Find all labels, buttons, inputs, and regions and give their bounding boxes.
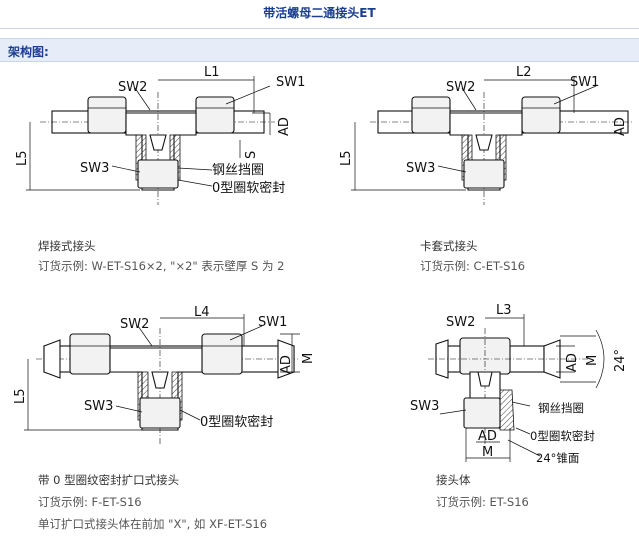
fig1-caption: 焊接式接头 bbox=[38, 239, 96, 253]
fig3-order-example: 订货示例: F-ET-S16 bbox=[38, 495, 142, 509]
fig4-label-ad: AD bbox=[565, 353, 580, 372]
fig3-label-sw2: SW2 bbox=[120, 317, 149, 332]
fig4-order-example: 订货示例: ET-S16 bbox=[436, 495, 529, 509]
fig4-caption: 接头体 bbox=[436, 473, 471, 487]
fig4-label-cone: 24°锥面 bbox=[536, 451, 579, 465]
fig4-label-o-ring: 0型圈软密封 bbox=[530, 429, 595, 443]
fig1-label-sw1: SW1 bbox=[276, 75, 305, 90]
figure-flare-drawing bbox=[24, 314, 300, 445]
fig1-label-ad: AD bbox=[277, 117, 292, 136]
fig1-label-o-ring: 0型圈软密封 bbox=[212, 180, 285, 196]
figure-ferrule-drawing bbox=[351, 76, 632, 205]
fig1-label-sw3: SW3 bbox=[80, 161, 109, 176]
fig3-label-ad: AD bbox=[279, 355, 294, 374]
fig3-label-o-ring: 0型圈软密封 bbox=[200, 414, 273, 430]
fig4-label-steel-ring: 钢丝挡圈 bbox=[538, 401, 584, 415]
title-divider bbox=[0, 28, 639, 29]
figure-welded-drawing bbox=[26, 76, 275, 205]
fig4-label-sw3: SW3 bbox=[410, 399, 439, 414]
figure-body-drawing bbox=[428, 314, 605, 462]
fig3-label-l5: L5 bbox=[13, 388, 28, 404]
fig1-label-s: S bbox=[244, 151, 259, 159]
section-header: 架构图: bbox=[0, 38, 639, 62]
fig3-label-l4: L4 bbox=[194, 305, 210, 320]
fig3-label-sw1: SW1 bbox=[258, 315, 287, 330]
fig1-label-sw2: SW2 bbox=[118, 80, 147, 95]
fig3-note: 单订扩口式接头体在前加 "X", 如 XF-ET-S16 bbox=[38, 517, 268, 531]
fig2-caption: 卡套式接头 bbox=[420, 239, 478, 253]
fig2-label-l2: L2 bbox=[516, 65, 532, 80]
fig2-label-sw1: SW1 bbox=[570, 75, 599, 90]
fig1-order-example: 订货示例: W-ET-S16×2, "×2" 表示壁厚 S 为 2 bbox=[38, 259, 285, 273]
fig4-label-ad-bottom: AD bbox=[478, 429, 497, 444]
fig4-label-m: M bbox=[585, 355, 600, 366]
fig2-order-example: 订货示例: C-ET-S16 bbox=[420, 259, 526, 273]
fig4-label-m-bottom: M bbox=[482, 445, 493, 460]
fig2-label-ad: AD bbox=[613, 117, 628, 136]
page-title: 带活螺母二通接头ET bbox=[263, 6, 376, 20]
fig1-label-steel-ring: 钢丝挡圈 bbox=[212, 163, 264, 178]
fig2-label-sw3: SW3 bbox=[406, 161, 435, 176]
fig3-label-sw3: SW3 bbox=[84, 399, 113, 414]
fig2-label-l5: L5 bbox=[339, 150, 354, 166]
fig1-label-l5: L5 bbox=[15, 150, 30, 166]
fig4-label-l3: L3 bbox=[496, 303, 512, 318]
fig3-label-m: M bbox=[301, 353, 316, 364]
fig2-label-sw2: SW2 bbox=[446, 80, 475, 95]
fig1-label-l1: L1 bbox=[204, 65, 220, 80]
fig4-label-sw2: SW2 bbox=[446, 315, 475, 330]
fig3-caption: 带 0 型圈纹密封扩口式接头 bbox=[38, 473, 180, 487]
fig4-label-angle: 24° bbox=[613, 349, 628, 372]
section-label: 架构图: bbox=[8, 45, 49, 59]
